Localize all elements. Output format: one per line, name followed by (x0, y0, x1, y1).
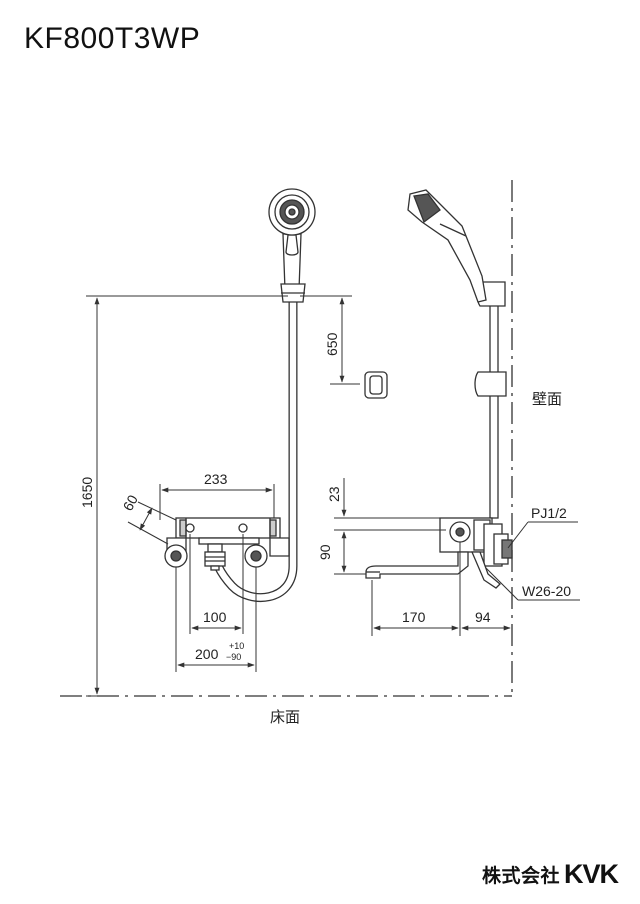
dim-200: 200 (195, 646, 219, 662)
dim-90: 90 (317, 544, 333, 560)
wall-hook (364, 371, 388, 399)
side-spout (365, 551, 469, 579)
front-mixer-body (164, 517, 290, 571)
company-name-jp: 株式会社 (481, 864, 560, 887)
model-title: KF800T3WP (24, 22, 201, 55)
floor-label: 床面 (270, 708, 300, 726)
hose-thread-label: W26-20 (522, 583, 571, 599)
side-view (365, 189, 513, 589)
pipe-thread-label: PJ1/2 (531, 505, 567, 521)
side-mixer-body (365, 517, 513, 589)
dim-200-tol-plus: +10 (229, 641, 244, 651)
side-dimensions (334, 478, 580, 636)
front-shower-head (268, 188, 316, 291)
dim-200-tol-minus: −90 (226, 652, 241, 662)
dim-650: 650 (324, 332, 340, 356)
dim-94: 94 (475, 609, 491, 625)
side-slide-bar (489, 289, 499, 519)
dim-23: 23 (326, 486, 342, 502)
dim-233: 233 (204, 471, 228, 487)
company-logo: 株式会社 KVK (481, 858, 619, 890)
company-name-en: KVK (563, 858, 619, 889)
dim-170: 170 (402, 609, 426, 625)
wall-label: 壁面 (532, 390, 562, 408)
dim-60: 60 (120, 492, 142, 513)
front-view (164, 188, 388, 602)
front-dimensions (86, 295, 360, 697)
dim-1650: 1650 (79, 477, 95, 508)
dim-100: 100 (203, 609, 227, 625)
